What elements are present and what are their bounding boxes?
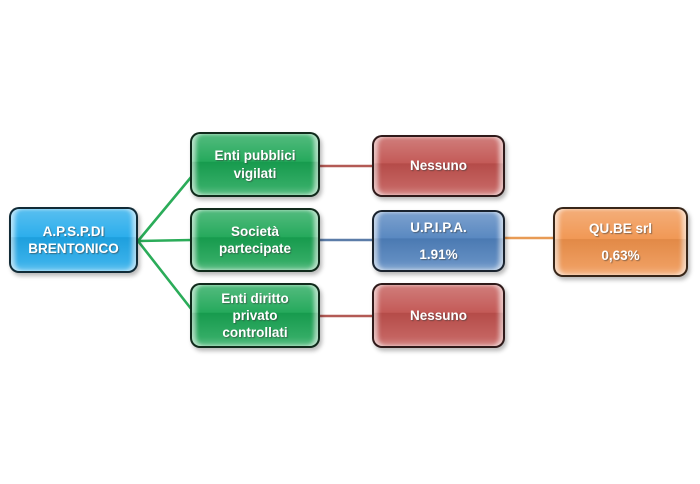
node-text-line: Enti diritto xyxy=(221,290,289,306)
node-enti-pubblici-vigilati: Enti pubblici vigilati xyxy=(190,132,320,197)
node-text-line: A.P.S.P.DI xyxy=(42,223,105,239)
connector-root-to-enti-diritto xyxy=(136,239,194,312)
node-nessuno-top: Nessuno xyxy=(372,135,505,197)
node-apsp-brentonico: A.P.S.P.DI BRENTONICO xyxy=(9,207,138,273)
node-societa-partecipate: Società partecipate xyxy=(190,208,320,272)
node-text-line: Enti pubblici xyxy=(214,148,296,164)
node-qube-srl: QU.BE srl 0,63% xyxy=(553,207,688,277)
node-text-line: privato xyxy=(232,307,278,323)
node-text-line: BRENTONICO xyxy=(28,241,119,256)
node-percentage: 0,63% xyxy=(601,247,640,263)
node-text-line: U.P.I.P.A. xyxy=(410,220,467,236)
connector-root-to-societa xyxy=(136,238,194,243)
node-text-line: vigilati xyxy=(233,165,277,181)
node-percentage: 1.91% xyxy=(419,246,458,262)
node-text-line: Nessuno xyxy=(409,307,467,323)
node-text-line: QU.BE srl xyxy=(588,221,653,237)
node-nessuno-bottom: Nessuno xyxy=(372,283,505,348)
node-text-line: controllati xyxy=(222,325,288,341)
node-upipa: U.P.I.P.A. 1.91% xyxy=(372,210,505,272)
connector-root-to-enti-pubblici xyxy=(136,174,194,243)
node-text-line: partecipate xyxy=(218,241,292,256)
node-text-line: Società xyxy=(230,223,280,239)
node-enti-diritto-privato-controllati: Enti diritto privato controllati xyxy=(190,283,320,348)
node-text-line: Nessuno xyxy=(409,158,467,174)
